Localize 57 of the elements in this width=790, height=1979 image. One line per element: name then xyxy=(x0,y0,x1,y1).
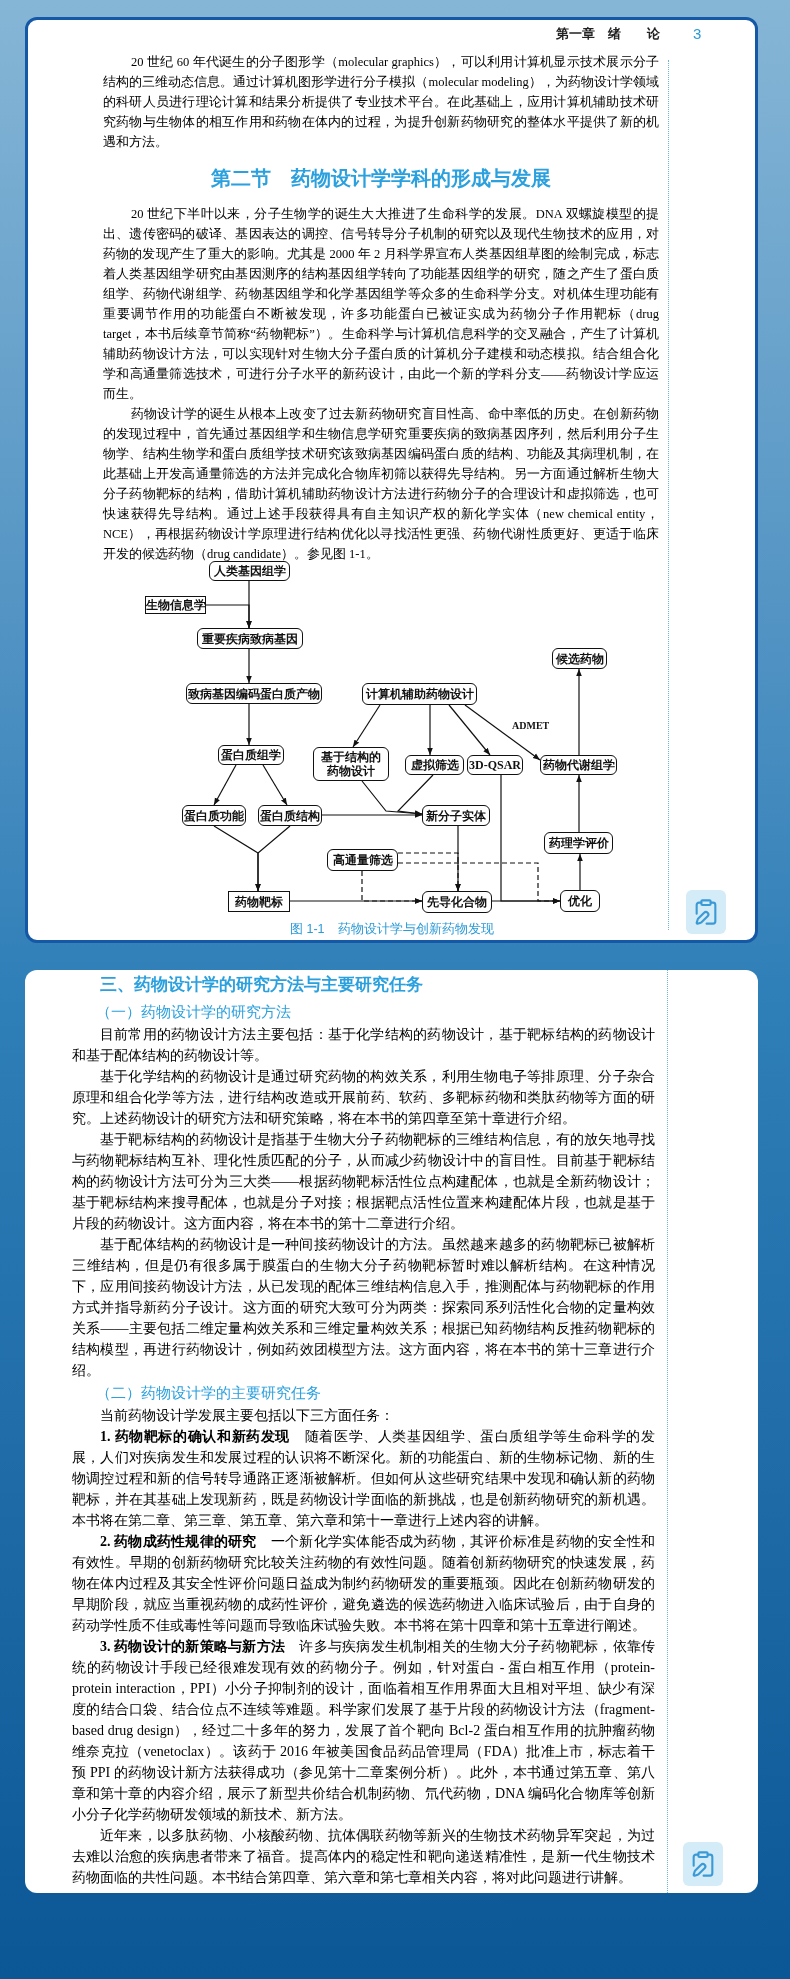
process-box: 基于结构的药物设计 xyxy=(313,747,389,781)
paragraph: 当前药物设计学发展主要包括以下三方面任务： xyxy=(99,1407,395,1425)
paragraph: 基于配体结构的药物设计是一种间接药物设计的方法。虽然越来越多的药物靶标已被解析三维结构，但是仍有很多属于膜蛋白的生物大分子药物靶标暂时难以解析结构。在这种情况下，应用间接药物设计方法，从已发现的配体三维结构信息入手，推测配体与药物靶标的作用方式并指导新药分子设计。这方面的研究大致可分为两类：探索同系列活性化合物的定量构效关系——主要包括二维定量构效关系和三维定量构效关系；根据已知药物结构反推药物靶标的结构模型，再进行药物设计，例如药效团模型方法。这方面内容，将在本书的第十三章进行介绍。 xyxy=(72,1236,655,1380)
paragraph: 20 世纪 60 年代诞生的分子图形学（molecular graphics），可以利用计算机显示技术展示分子结构的三维动态信息。通过计算机图形学进行分子模拟（molecular modeling），为药物设计学领域的科研人员进行理论计算和结果分析提供了专业技术平台。在此基础上，应用计算机辅助技术研究药物与生物体的相互作用和药物在体内的过程，为提升创新药物研究的整体水平提供了新的机遇和方法。 xyxy=(103,54,659,151)
subsection-heading: （二）药物设计学的主要研究任务 xyxy=(95,1384,322,1403)
process-box: 药物靶标 xyxy=(228,891,290,912)
process-box: 候选药物 xyxy=(552,648,607,669)
process-box: 优化 xyxy=(560,890,600,912)
paragraph: 基于化学结构的药物设计是通过研究药物的构效关系，利用生物电子等排原理、分子杂合原理和组合化学等方法，进行结构改造或开展前药、软药、多靶标药物和类肽药物等方面的研究。上述药物设计的研究方法和研究策略，将在本书的第四章至第十章进行介绍。 xyxy=(72,1068,655,1128)
arrow xyxy=(255,825,291,892)
arrow xyxy=(448,704,491,756)
arrow xyxy=(205,604,252,629)
paragraph: 药物设计学的诞生从根本上改变了过去新药物研究盲目性高、命中率低的历史。在创新药物的发现过程中，首先通过基因组学和生物信息学研究重要疾病的致病基因序列，然后利用分子生物学、结构生物学和蛋白质组学技术研究该致病基因编码蛋白质的结构、功能及其病理机制，在此基础上开发高通量筛选的方法并完成化合物库初筛以获得先导结构。另一方面通过解析生物大分子药物靶标的结构，借助计算机辅助药物设计方法进行药物分子的合理设计和虚拟筛选，也可快速获得先导结构。通过上述手段获得具有自主知识产权的新化学实体（new chemical entity，NCE），再根据药物设计学原理进行结构优化以寻找活性更强、药物代谢性质更好、更适于临床开发的候选药物（drug candidate）。参见图 1-1。 xyxy=(103,406,659,563)
arrow xyxy=(576,774,582,833)
arrow xyxy=(491,898,561,904)
arrow xyxy=(213,764,237,806)
process-box: 计算机辅助药物设计 xyxy=(362,683,477,705)
paragraph: 基于靶标结构的药物设计是指基于生物大分子药物靶标的三维结构信息，有的放矢地寻找与药物靶标结构互补、理化性质匹配的分子，从而减少药物设计中的盲目性。目前基于靶标结构的药物设计方法可分为三大类——根据药物靶标活性位点构建配体，也就是全新药物设计；基于靶标结构来搜寻配体，也就是分子对接；根据靶点活性位置来构建配体片段，也就是基于片段的药物设计。这方面内容，将在本书的第十二章进行介绍。 xyxy=(72,1131,655,1233)
subsection-heading: （一）药物设计学的研究方法 xyxy=(95,1003,292,1022)
arrow xyxy=(352,704,381,748)
process-box: 3D-QSAR xyxy=(467,755,523,775)
process-box: 致病基因编码蛋白质产物 xyxy=(186,683,322,704)
process-box: 生物信息学 xyxy=(145,596,206,614)
process-box: 药物代谢组学 xyxy=(540,755,617,775)
arrow xyxy=(464,704,541,761)
paragraph: 2. 药物成药性规律的研究 一个新化学实体能否成为药物，其评价标准是药物的安全性和有效性。早期的创新药物研究比较关注药物的有效性问题。随着创新药物研究的快速发展，药物在体内过程及其安全性评价问题日益成为制约药物研发的重要瓶颈。因此在创新药物研发的早期阶段，就应当重视药物的成药性评价，避免遴选的候选药物进入临床试验后，由于自身的药动学性质不佳或毒性等问题而导致临床试验失败。本书将在第十四章和第十五章进行阐述。 xyxy=(72,1533,655,1635)
process-box: 药理学评价 xyxy=(544,832,613,854)
figure-caption: 图 1-1 药物设计学与创新药物发现 xyxy=(290,921,494,938)
process-box: 重要疾病致病基因 xyxy=(197,628,303,649)
page-number: 3 xyxy=(693,24,702,44)
paragraph: 20 世纪下半叶以来，分子生物学的诞生大大推进了生命科学的发展。DNA 双螺旋模型的提出、遗传密码的破译、基因表达的调控、信号转导分子机制的研究以及现代生物技术的应用，对药物的发现产生了重大的影响。尤其是 2000 年 2 月科学界宣布人类基因组草图的绘制完成，标志着人类基因组学研究由基因测序的结构基因组学转向了功能基因组学的研究，随之产生了蛋白质组学、药物代谢组学、药物基因组学和化学基因组学等众多的生命科学分支。对机体生理功能有重要调节作用的功能蛋白不断被发现，许多功能蛋白已被证实成为药物分子作用靶标（drug target，本书后续章节简称“药物靶标”）。生命科学与计算机信息科学的交叉融合，产生了计算机辅助药物设计方法，可以实现针对生物大分子蛋白质的计算机分子建模和动态模拟。结合组合化学和高通量筛选技术，可进行分子水平的新药设计，由此一个新的学科分支——药物设计学应运而生。 xyxy=(103,206,659,403)
arrow xyxy=(289,898,423,904)
process-box: 高通量筛选 xyxy=(327,849,398,871)
process-box: 人类基因组学 xyxy=(209,561,290,581)
process-box: 蛋白质功能 xyxy=(182,805,246,826)
arrow xyxy=(396,774,434,816)
process-box: 先导化合物 xyxy=(422,891,492,913)
arrow xyxy=(321,812,423,818)
arrow xyxy=(397,852,461,892)
edge-label: ADMET xyxy=(512,719,550,733)
arrow xyxy=(427,704,433,756)
arrow xyxy=(577,853,583,891)
process-box: 蛋白质组学 xyxy=(218,745,284,765)
paragraph: 1. 药物靶标的确认和新药发现 随着医学、人类基因组学、蛋白质组学等生命科学的发展，人们对疾病发生和发展过程的认识将不断深化。新的功能蛋白、新的生物标记物、新的生物调控过程和新的信号转导通路正逐渐被解析。但如何从这些研究结果中发现和确认新的药物靶标，并在其基础上发现新药，既是药物设计学面临的新挑战，也是创新药物研究的新机遇。本书将在第二章、第三章、第五章、第六章和第十一章进行上述内容的讲解。 xyxy=(72,1428,655,1530)
chapter-header: 第一章 绪 论 xyxy=(556,25,660,43)
arrow xyxy=(246,703,252,746)
process-box: 蛋白质结构 xyxy=(258,805,322,826)
section-heading: 第二节 药物设计学学科的形成与发展 xyxy=(210,166,552,191)
paragraph: 目前常用的药物设计方法主要包括：基于化学结构的药物设计，基于靶标结构的药物设计和基于配体结构的药物设计等。 xyxy=(72,1026,655,1065)
process-box: 虚拟筛选 xyxy=(405,755,464,775)
process-box: 新分子实体 xyxy=(422,805,490,826)
arrow xyxy=(576,668,582,756)
arrow xyxy=(262,764,288,806)
paragraph: 近年来，以多肽药物、小核酸药物、抗体偶联药物等新兴的生物技术药物异军突起，为过去难以治愈的疾病患者带来了福音。提高体内的稳定性和靶向递送精准性，是新一代生物技术药物面临的共性问题。本书结合第四章、第六章和第七章相关内容，将对此问题进行讲解。 xyxy=(72,1827,655,1887)
section-heading: 三、药物设计学的研究方法与主要研究任务 xyxy=(99,974,424,996)
paragraph: 3. 药物设计的新策略与新方法 许多与疾病发生机制相关的生物大分子药物靶标，依靠传统的药物设计手段已经很难发现有效的药物分子。例如，针对蛋白 - 蛋白相互作用（protein-protein interaction，PPI）小分子抑制剂的设计，面临着相互作用界面大且相对平坦、缺少有深度的结合口袋、结合位点不连续等难题。科学家们发展了基于片段的药物设计方法（fragment-based drug design），经过二十多年的努力，发展了首个靶向 Bcl-2 蛋白相互作用的抗肿瘤药物维奈克拉（venetoclax）。该药于 2016 年被美国食品药品管理局（FDA）批准上市，标志着干预 PPI 的药物设计新方法获得成功（参见第十二章案例分析）。此外，本书通过第五章、第八章和第十章的内容介绍，展示了新型共价结合机制药物、氘代药物，DNA 编码化合物库等创新小分子化学药物研发领域的新技术、新方法。 xyxy=(72,1638,655,1824)
arrow xyxy=(246,648,252,684)
